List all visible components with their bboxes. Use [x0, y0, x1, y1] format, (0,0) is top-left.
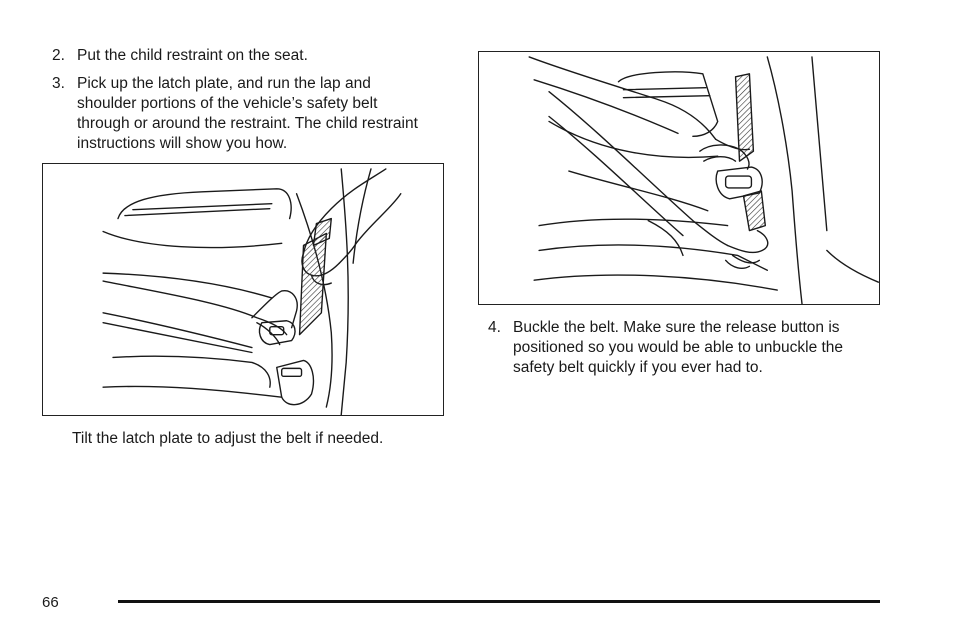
step-text: Pick up the latch plate, and run the lap…: [77, 75, 418, 152]
latch-plate-illustration: [42, 163, 444, 416]
step-number: 2.: [52, 47, 65, 64]
footer-rule: [118, 600, 880, 603]
page-number: 66: [42, 594, 59, 611]
step-number: 4.: [488, 319, 501, 336]
step-text: Buckle the belt. Make sure the release b…: [513, 319, 844, 376]
step-number: 3.: [52, 75, 65, 92]
buckle-belt-illustration: [478, 51, 880, 305]
figure-caption: Tilt the latch plate to adjust the belt …: [72, 430, 384, 447]
step-text: Put the child restraint on the seat.: [77, 47, 308, 64]
